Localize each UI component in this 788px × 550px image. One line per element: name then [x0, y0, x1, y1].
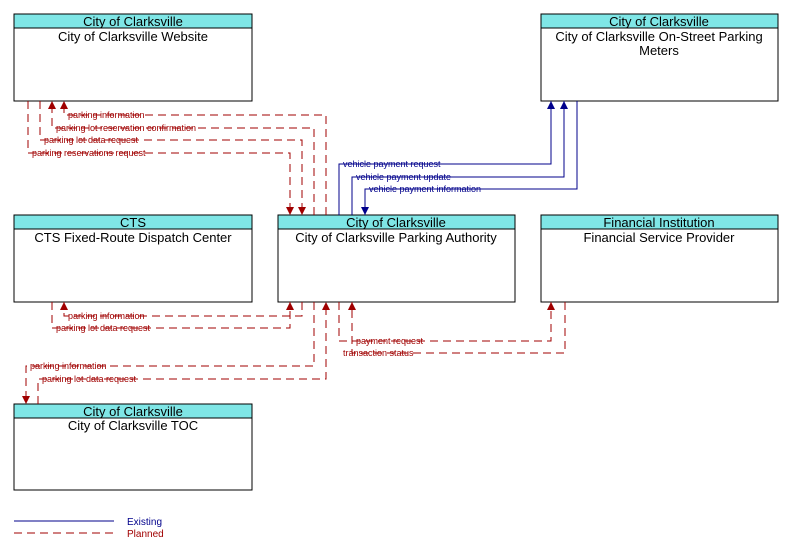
flow-parking-lot-data-request-website: parking lot data request	[39, 101, 306, 215]
flow-transaction-status: transaction status	[343, 302, 566, 358]
flow-label: parking lot reservation confirmation	[56, 123, 196, 133]
flow-label: parking reservations request	[32, 148, 146, 158]
flow-label: parking information	[68, 110, 145, 120]
node-owner: City of Clarksville	[83, 404, 183, 419]
flow-parking-information-website: parking information	[60, 101, 327, 215]
node-website[interactable]: City of Clarksville City of Clarksville …	[13, 13, 253, 102]
flow-parking-lot-data-request-cts: parking lot data request	[51, 302, 294, 333]
flow-label: parking lot data request	[44, 135, 139, 145]
flow-vehicle-payment-information: vehicle payment information	[361, 101, 578, 215]
node-owner: Financial Institution	[603, 215, 714, 230]
flow-vehicle-payment-request: vehicle payment request	[338, 101, 555, 215]
node-title: City of Clarksville On-Street Parking	[555, 29, 762, 44]
legend-existing-label: Existing	[127, 517, 162, 528]
flow-parking-reservations-request: parking reservations request	[27, 101, 294, 215]
node-toc[interactable]: City of Clarksville City of Clarksville …	[13, 403, 253, 491]
flow-label: parking lot data request	[42, 374, 137, 384]
node-title-line2: Meters	[639, 43, 679, 58]
node-parking-authority[interactable]: City of Clarksville City of Clarksville …	[277, 214, 516, 303]
legend-planned-label: Planned	[127, 529, 164, 540]
flow-parking-information-cts: parking information	[60, 302, 303, 321]
node-title: City of Clarksville Website	[58, 29, 208, 44]
node-owner: City of Clarksville	[346, 215, 446, 230]
flow-label: vehicle payment information	[369, 184, 481, 194]
flow-label: parking information	[68, 311, 145, 321]
node-title: CTS Fixed-Route Dispatch Center	[34, 230, 232, 245]
node-parking-meters[interactable]: City of Clarksville City of Clarksville …	[540, 13, 779, 102]
flow-vehicle-payment-update: vehicle payment update	[351, 101, 568, 215]
flow-parking-information-toc: parking information	[22, 302, 315, 404]
legend: Existing Planned	[14, 517, 164, 540]
node-title: Financial Service Provider	[583, 230, 735, 245]
node-financial-provider[interactable]: Financial Institution Financial Service …	[540, 214, 779, 303]
flow-payment-request: payment request	[338, 302, 555, 346]
flow-label: vehicle payment update	[356, 172, 451, 182]
node-title: City of Clarksville Parking Authority	[295, 230, 497, 245]
flow-parking-lot-data-request-toc: parking lot data request	[37, 302, 330, 404]
flow-parking-lot-reservation-confirmation: parking lot reservation confirmation	[48, 101, 315, 215]
node-owner: CTS	[120, 215, 146, 230]
flow-label: vehicle payment request	[343, 159, 441, 169]
node-cts-dispatch[interactable]: CTS CTS Fixed-Route Dispatch Center	[13, 214, 253, 303]
node-owner: City of Clarksville	[83, 14, 183, 29]
flow-label: transaction status	[343, 348, 414, 358]
node-title: City of Clarksville TOC	[68, 418, 198, 433]
flow-label: parking lot data request	[56, 323, 151, 333]
node-owner: City of Clarksville	[609, 14, 709, 29]
flow-label: payment request	[356, 336, 424, 346]
flow-label: parking information	[30, 361, 107, 371]
